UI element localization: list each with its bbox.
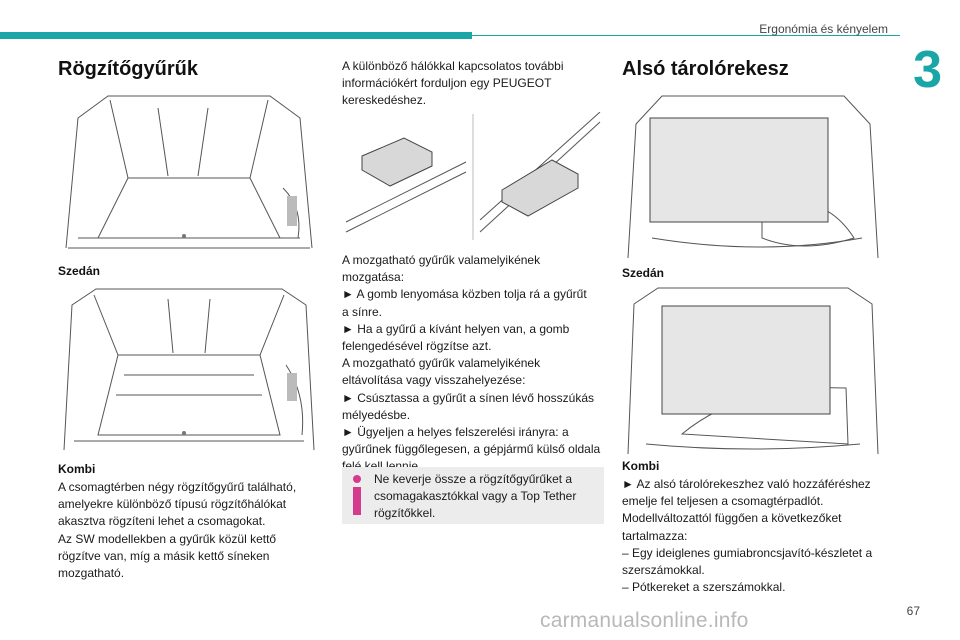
middle-instructions: A mozgatható gyűrűk valamelyikének mozga… [342,252,604,476]
note-line: Ne keverje össze a rögzítőgyűrűket a [374,472,573,486]
instruction-line: A mozgatható gyűrűk valamelyikének [342,356,541,371]
middle-intro-line: A különböző hálókkal kapcsolatos további [342,59,564,73]
middle-intro-line: kereskedéshez. [342,93,427,108]
sedan-trunk-illustration [58,88,320,258]
right-caption-sedan: Szedán [622,266,665,280]
instruction-line: eltávolítása vagy visszahelyezése: [342,373,526,388]
middle-intro: A különböző hálókkal kapcsolatos további… [342,58,604,110]
left-caption-kombi: Kombi [58,462,96,476]
left-body-line: mozgatható. [58,566,125,581]
note-line: rögzítőkkel. [374,506,436,521]
right-body-line: ► Az alsó tárolórekeszhez való hozzáféré… [622,477,871,491]
header-rule [472,35,900,36]
left-body-line: rögzítve van, míg a másik kettő síneken [58,548,270,563]
chapter-number: 3 [913,41,942,99]
instruction-line: ► Ügyeljen a helyes felszerelési irányra… [342,425,569,440]
left-body-line: akasztva rögzíteni lehet a csomagokat. [58,514,266,529]
left-body-line: Az SW modellekben a gyűrűk közül kettő [58,531,277,546]
right-body-line: – Egy ideiglenes gumiabroncsjavító-készl… [622,545,873,560]
instruction-line: mozgatása: [342,270,405,285]
ring-rail-illustration [342,112,604,242]
instruction-line: mélyedésbe. [342,407,411,422]
right-body-line: Modellváltozattól függően a következőket [622,511,842,526]
right-body: ► Az alsó tárolórekeszhez való hozzáféré… [622,476,884,596]
right-body-line: tartalmazza: [622,528,688,543]
page-number: 67 [906,604,920,618]
header-accent-bar [0,32,472,39]
info-icon [353,475,361,515]
sedan-storage-illustration [622,88,884,260]
instruction-line: A mozgatható gyűrűk valamelyikének [342,253,541,267]
kombi-trunk-illustration [58,285,320,455]
instruction-line: ► A gomb lenyomása közben tolja rá a gyű… [342,287,587,302]
right-body-line: – Pótkereket a szerszámokkal. [622,580,786,595]
right-caption-kombi: Kombi [622,459,660,473]
section-title: Ergonómia és kényelem [759,22,888,36]
left-caption-sedan: Szedán [58,264,101,278]
instruction-line: ► Csúsztassa a gyűrűt a sínen lévő hossz… [342,390,594,405]
left-title: Rögzítőgyűrűk [58,58,198,80]
left-body-line: amelyekre különböző típusú rögzítőhálóka… [58,497,287,512]
left-body: A csomagtérben négy rögzítőgyűrű találha… [58,479,320,582]
left-body-line: A csomagtérben négy rögzítőgyűrű találha… [58,480,297,494]
watermark: carmanualsonline.info [540,609,749,632]
middle-intro-line: információkért forduljon egy PEUGEOT [342,76,552,91]
right-title: Alsó tárolórekesz [622,58,789,80]
right-body-line: emelje fel teljesen a csomagtérpadlót. [622,494,824,509]
instruction-line: ► Ha a gyűrű a kívánt helyen van, a gomb [342,321,570,336]
right-body-line: szerszámokkal. [622,563,705,578]
instruction-line: a sínre. [342,304,383,319]
kombi-storage-illustration [622,284,884,456]
instruction-line: gyűrűnek függőlegesen, a gépjármű külső … [342,442,601,457]
instruction-line: felengedésével rögzítse azt. [342,339,492,354]
info-note: Ne keverje össze a rögzítőgyűrűket a cso… [342,467,604,524]
note-line: csomagakasztókkal vagy a Top Tether [374,489,577,504]
